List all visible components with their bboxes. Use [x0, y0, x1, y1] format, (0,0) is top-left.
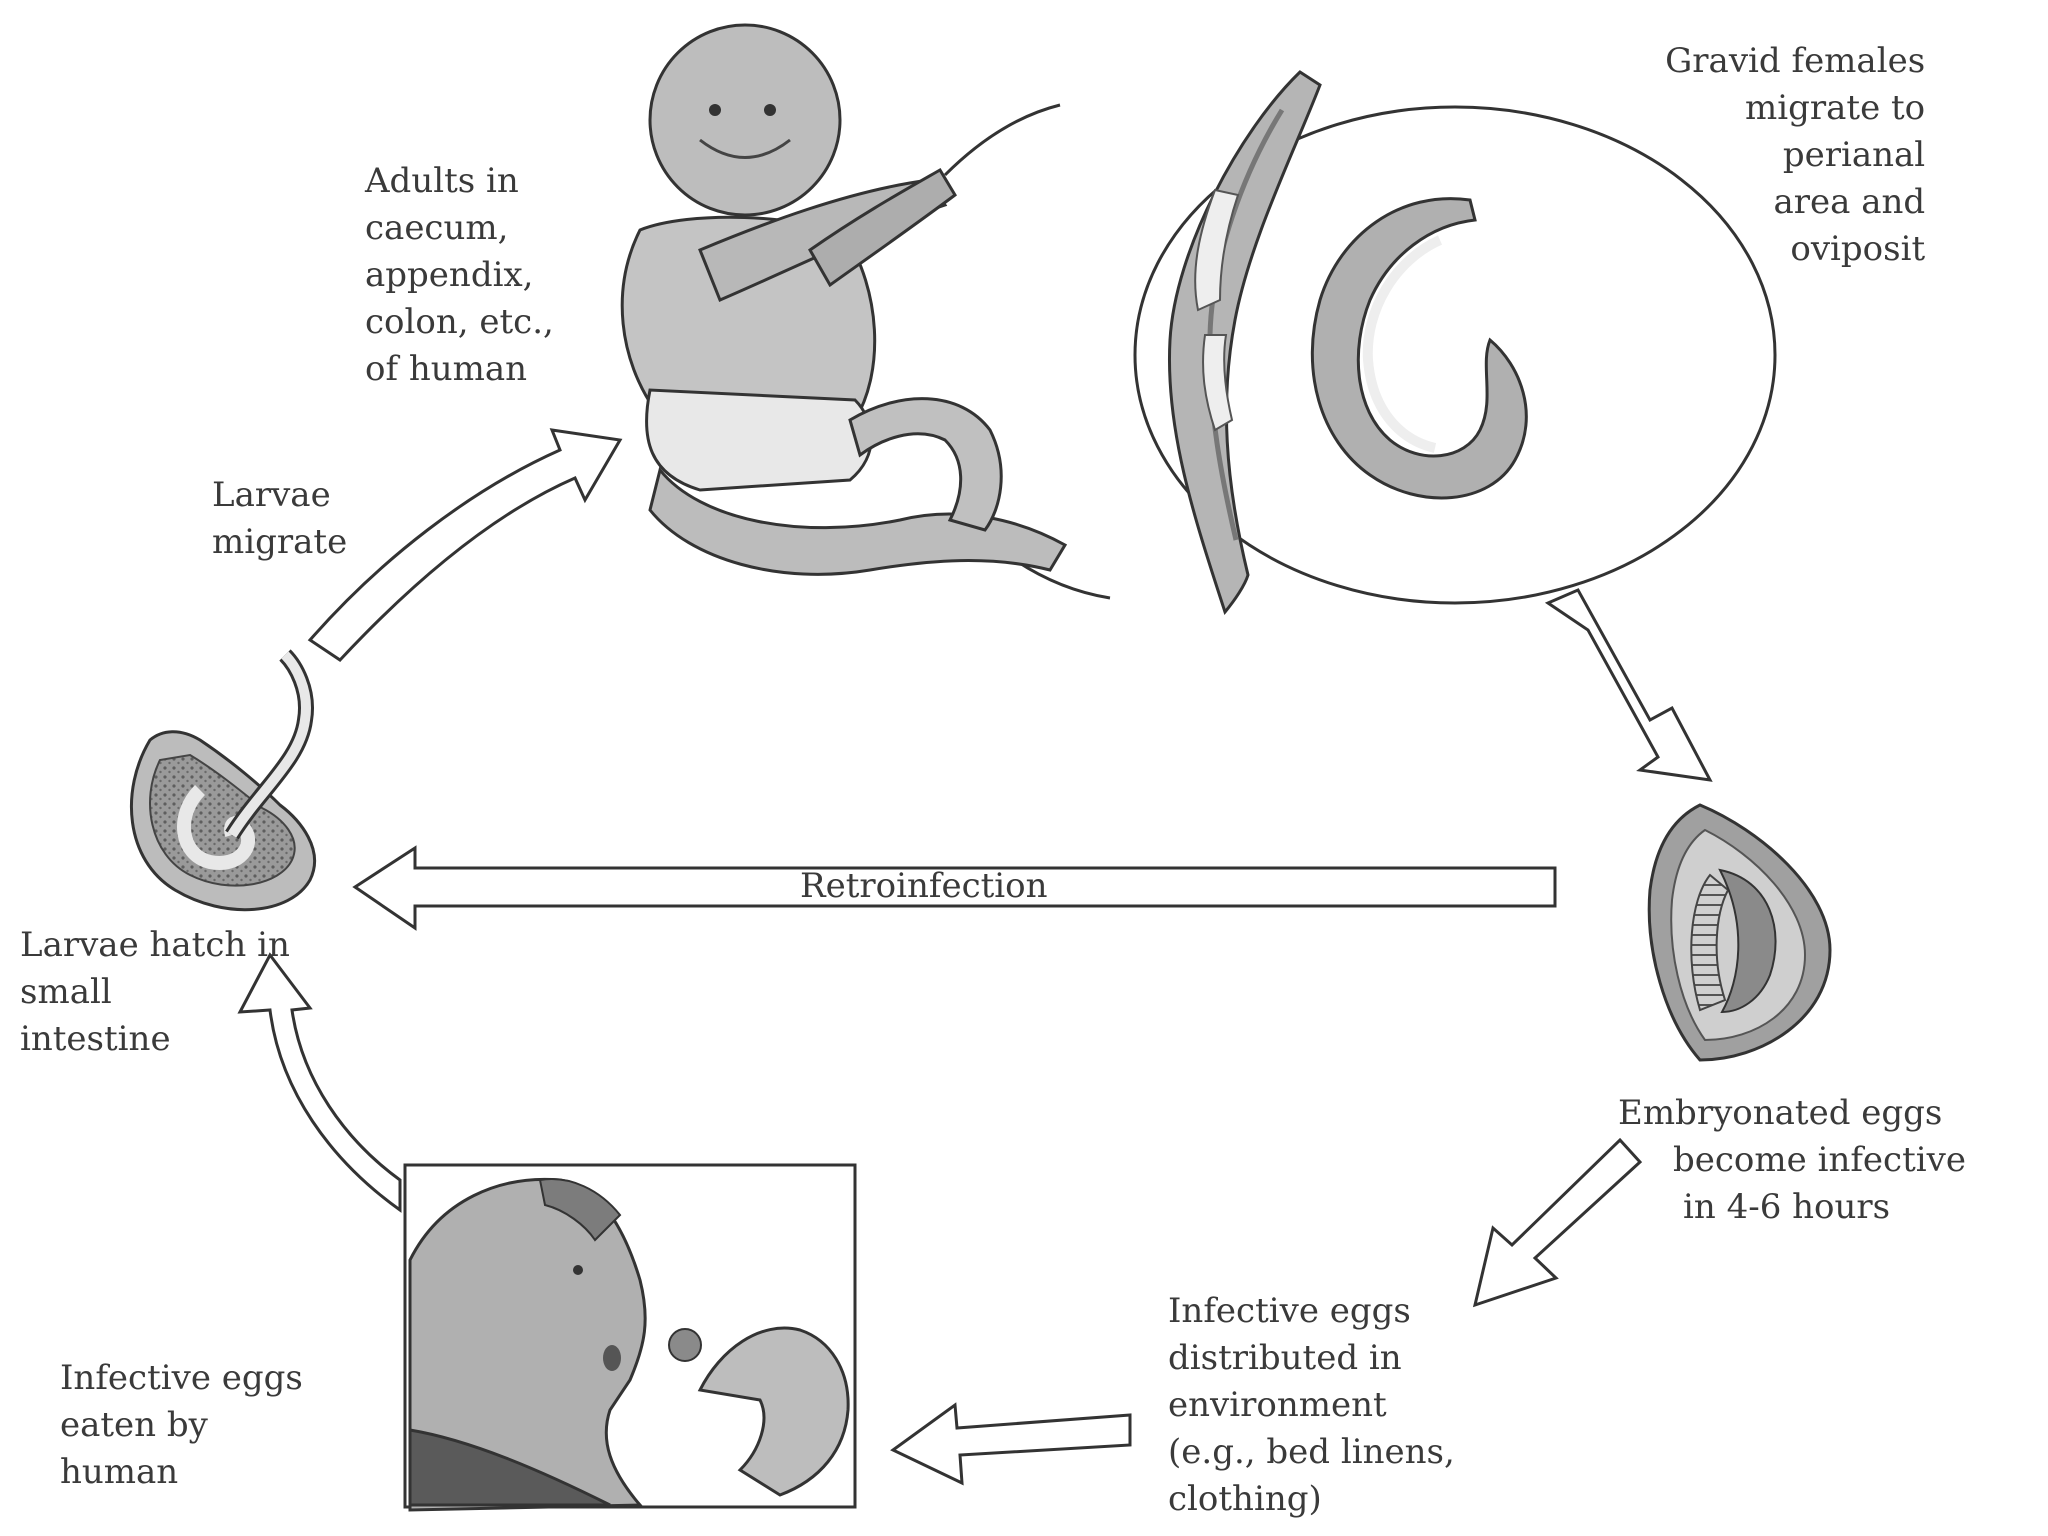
oviposit-arrow	[1544, 588, 1713, 782]
label-larvae-hatch: Larvae hatch in small intestine	[20, 925, 290, 1059]
human-child-host	[620, 23, 1068, 576]
adult-female-worms	[1167, 70, 1528, 616]
ingestion-arrow	[237, 952, 402, 1213]
label-eggs-distributed: Infective eggs distributed in environmen…	[1168, 1291, 1455, 1519]
hatched-larva	[130, 649, 317, 912]
label-embryonated-eggs: Embryonated eggs become infective in 4-6…	[1618, 1093, 1966, 1227]
label-eggs-eaten: Infective eggs eaten by human	[60, 1358, 303, 1492]
embryonated-egg	[1647, 803, 1832, 1062]
magnified-worms-ellipse	[1133, 105, 1777, 605]
larvae-migrate-arrow	[307, 428, 623, 662]
label-larvae-migrate: Larvae migrate	[212, 475, 348, 562]
label-adults-in-caecum: Adults in caecum, appendix, colon, etc.,…	[365, 161, 554, 389]
ellipse-connector	[943, 103, 1061, 177]
eggs-distributed-arrow	[1472, 1137, 1643, 1308]
eggs-to-human-arrow	[890, 1402, 1132, 1486]
human-eating-eggs-picture	[403, 1163, 857, 1512]
retroinfection-arrow	[352, 845, 1557, 931]
label-retroinfection: Retroinfection	[800, 866, 1048, 906]
label-gravid-females: Gravid females migrate to perianal area …	[1665, 41, 1926, 269]
